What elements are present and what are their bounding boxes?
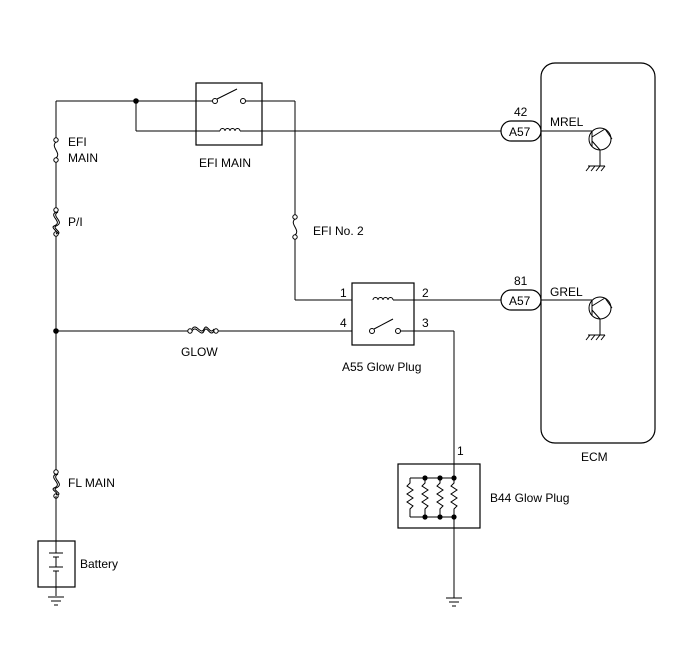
glow-plug-ground-icon — [446, 597, 462, 607]
grel-transistor-icon — [541, 296, 613, 335]
relay-pin-3: 3 — [422, 316, 429, 330]
grel-ground-icon — [585, 334, 606, 341]
efi-main-fuse-label-2: MAIN — [68, 151, 98, 165]
mrel-pin-number: 42 — [514, 105, 528, 119]
ecm-block — [540, 62, 656, 444]
pi-fusible-link — [52, 207, 60, 237]
grel-signal-label: GREL — [550, 285, 583, 299]
junction-dot-glow — [53, 328, 59, 334]
efi-main-relay — [195, 82, 263, 146]
ecm-label: ECM — [581, 450, 608, 464]
grel-connector-label: A57 — [509, 294, 531, 308]
glow-relay-label: A55 Glow Plug — [342, 360, 421, 374]
mrel-transistor-icon — [541, 127, 613, 166]
mrel-connector-label: A57 — [509, 125, 531, 139]
efi-main-relay-label: EFI MAIN — [199, 156, 251, 170]
glow-plug-label: B44 Glow Plug — [490, 491, 569, 505]
relay-pin-4: 4 — [340, 316, 347, 330]
grel-pin-number: 81 — [514, 274, 528, 288]
battery-symbol — [37, 540, 76, 588]
glow-fusible-link — [187, 326, 219, 334]
fl-main-fusible-link — [52, 469, 60, 499]
battery-label: Battery — [80, 557, 118, 571]
efi-main-fuse-label: EFI — [68, 135, 87, 149]
relay-pin-1: 1 — [340, 286, 347, 300]
efi-main-fuse — [53, 137, 59, 163]
left-bus-wires — [55, 100, 220, 596]
glow-plug-block — [397, 463, 481, 529]
efi-no2-fuse — [292, 214, 298, 240]
glow-plug-relay — [351, 282, 415, 346]
mrel-signal-label: MREL — [550, 115, 584, 129]
battery-ground-icon — [48, 596, 64, 606]
pi-fuse-label: P/I — [68, 215, 83, 229]
mrel-ground-icon — [585, 165, 606, 172]
fl-main-fuse-label: FL MAIN — [68, 476, 115, 490]
junction-dot-top — [133, 98, 139, 104]
relay-pin-2: 2 — [422, 286, 429, 300]
glow-plug-pin-1: 1 — [457, 444, 464, 458]
efi-no2-fuse-label: EFI No. 2 — [313, 224, 364, 238]
glow-fuse-label: GLOW — [181, 345, 218, 359]
